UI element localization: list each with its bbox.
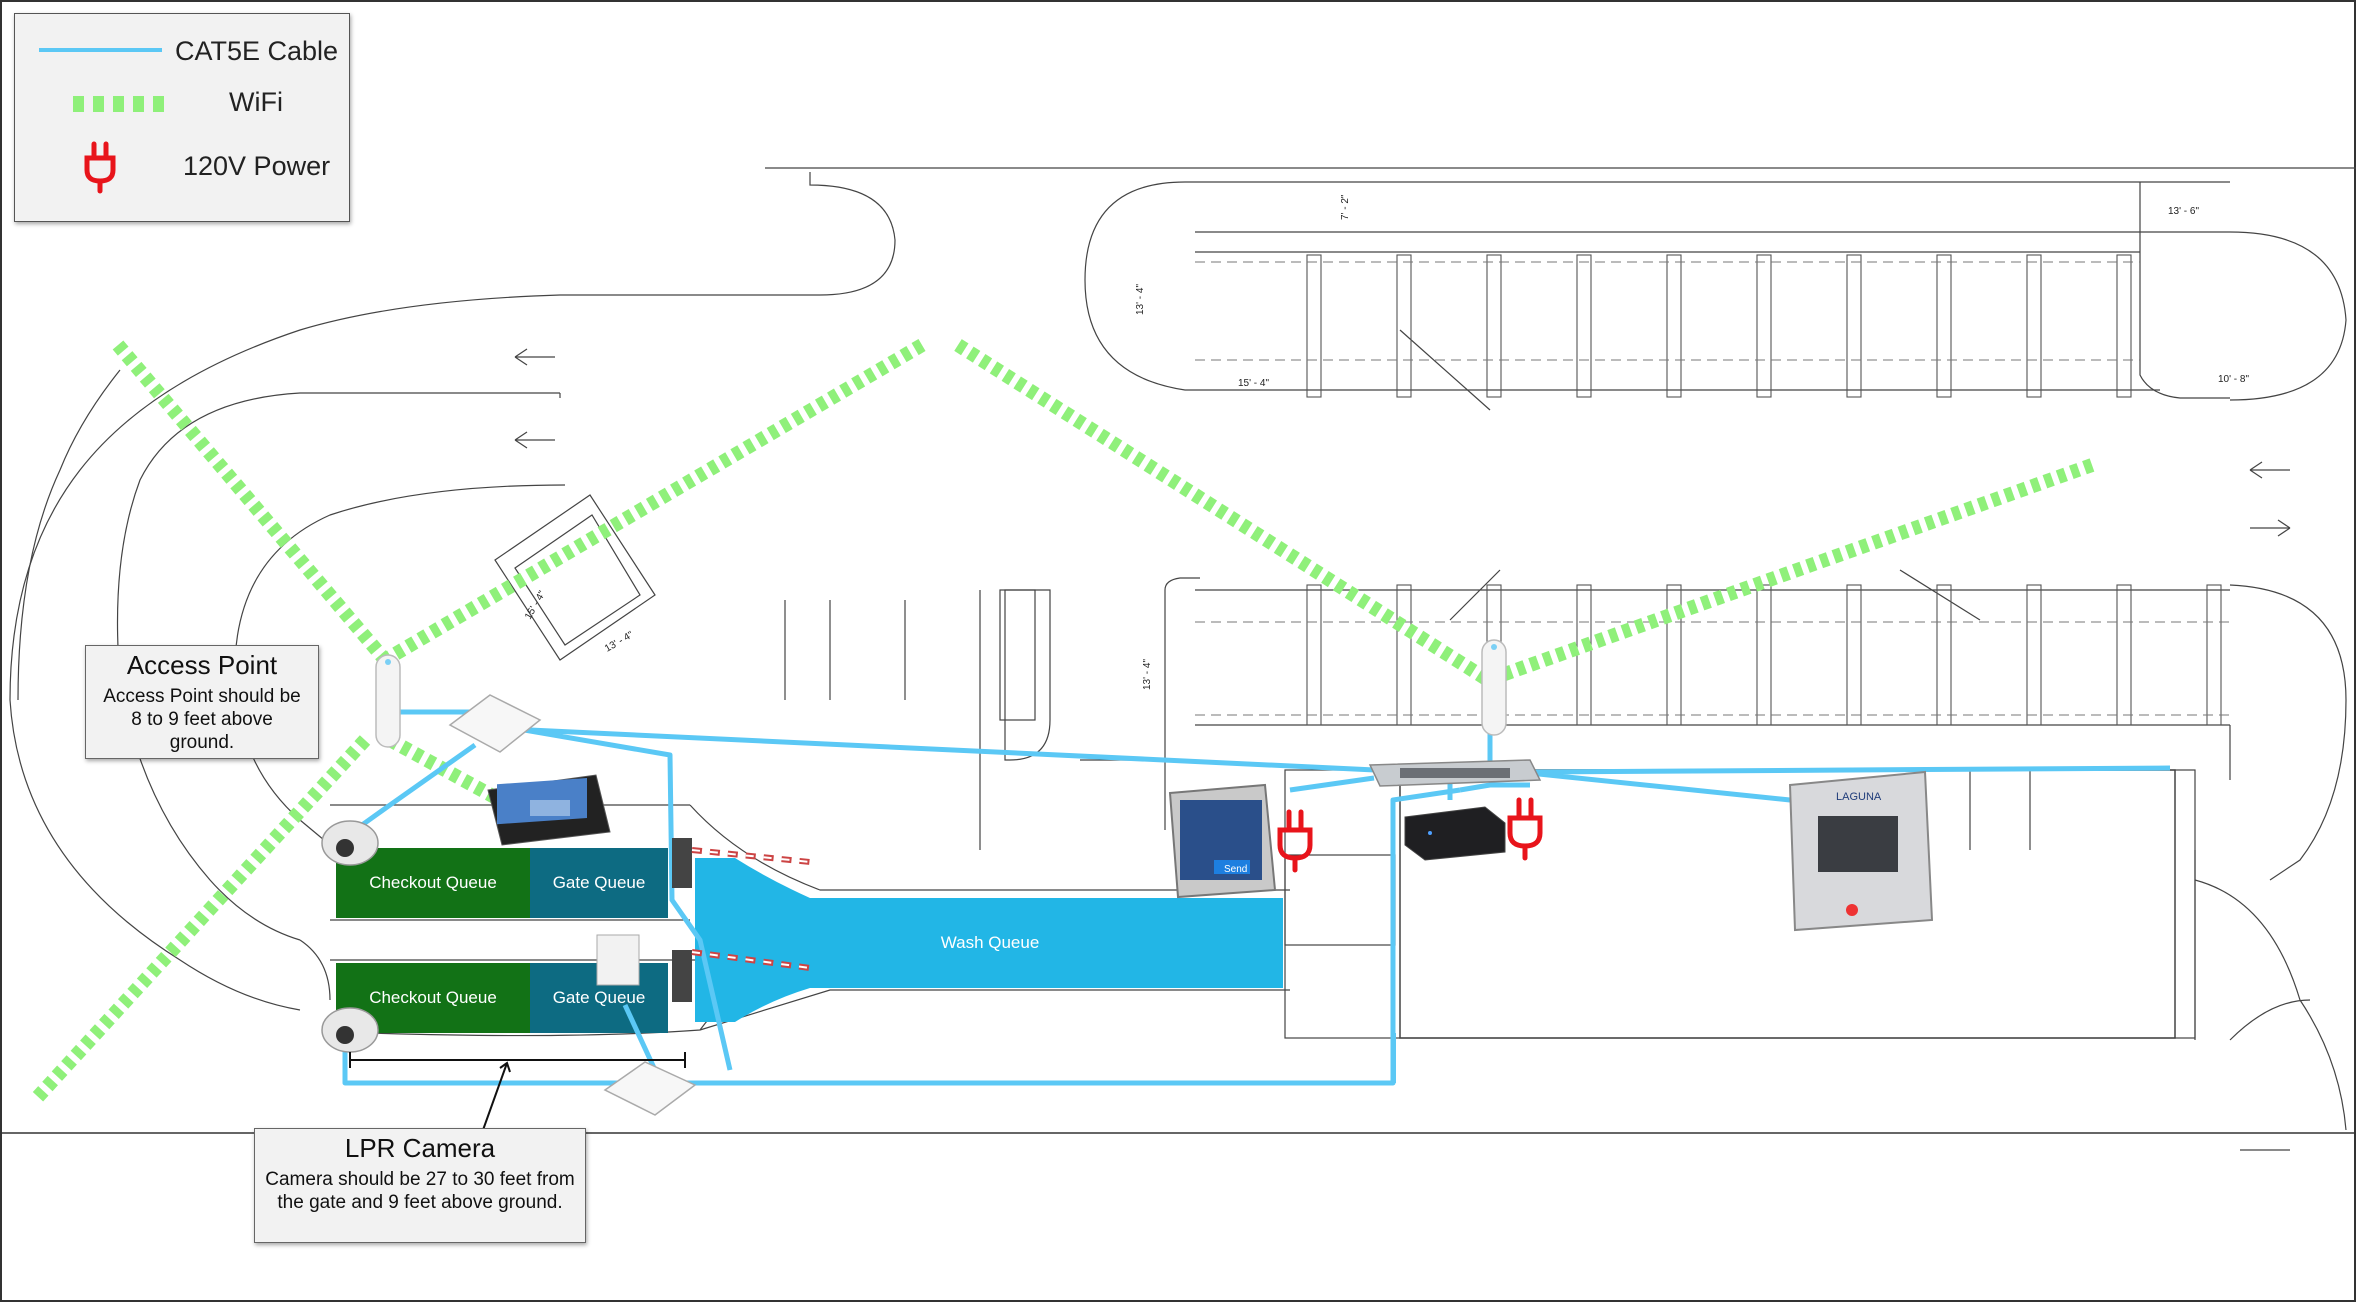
access-point-left-icon[interactable] — [375, 654, 401, 748]
wifi-coverage — [29, 338, 2095, 1105]
parking-stripes-top — [1306, 254, 2132, 398]
legend-wifi-label: WiFi — [229, 87, 283, 117]
flat-access-point-bottom-icon[interactable] — [603, 1061, 697, 1116]
gate-queue-top-label: Gate Queue — [552, 873, 646, 892]
legend-panel: CAT5E Cable WiFi 120V Power — [14, 13, 350, 222]
gate-arm-top-icon[interactable] — [672, 838, 811, 888]
legend-power-label: 120V Power — [183, 151, 331, 181]
legend-symbols — [39, 48, 164, 194]
gate-queue-bottom-label: Gate Queue — [552, 988, 646, 1007]
wash-queue-zone — [695, 858, 1283, 1022]
dim-label-4: 13' - 4" — [1135, 284, 1146, 315]
lpr-camera-title: LPR Camera — [344, 1133, 496, 1163]
dim-label-3: 15' - 4" — [1238, 378, 1269, 389]
gate-queue-top-zone — [530, 848, 668, 918]
lpr-camera-top-icon[interactable] — [321, 820, 379, 866]
laguna-control-panel-icon[interactable]: LAGUNA — [1788, 770, 1934, 932]
network-switch-icon[interactable] — [1368, 759, 1542, 787]
checkout-queue-bottom-label: Checkout Queue — [369, 988, 497, 1007]
parking-dashes — [1195, 261, 2230, 716]
payment-terminal-icon[interactable] — [596, 934, 640, 986]
dimension-labels: 13' - 6" 10' - 8" 15' - 4" 13' - 4" 13' … — [523, 194, 2249, 690]
wash-queue-label: Wash Queue — [940, 933, 1040, 952]
kiosk-send-label: Send — [1224, 864, 1247, 875]
access-point-note: Access Point should be 8 to 9 feet above… — [103, 686, 301, 753]
cable-drop — [1393, 1033, 1396, 1083]
checkout-queue-top-label: Checkout Queue — [369, 873, 497, 892]
dim-label-6: 13' - 4" — [603, 629, 636, 654]
power-plug-kiosk-icon[interactable] — [1277, 809, 1313, 873]
access-point-callout: Access Point Access Point should be 8 to… — [85, 645, 319, 759]
lpr-camera-callout: LPR Camera Camera should be 27 to 30 fee… — [254, 1128, 586, 1243]
dim-label-2: 10' - 8" — [2218, 374, 2249, 385]
checkout-tablet-icon[interactable] — [487, 774, 611, 846]
flat-access-point-top-icon[interactable] — [448, 694, 542, 753]
power-plug-pc-icon[interactable] — [1507, 797, 1543, 861]
legend-cable-label: CAT5E Cable — [175, 36, 339, 66]
dim-label-7: 7' - 2" — [1340, 194, 1351, 220]
dim-label-8: 15' - 4" — [523, 589, 548, 622]
dim-label-5: 13' - 4" — [1142, 659, 1153, 690]
lpr-distance-dimension — [349, 1052, 686, 1131]
mini-pc-controller-icon[interactable] — [1404, 806, 1506, 861]
dim-label-1: 13' - 6" — [2168, 206, 2199, 217]
power-plug-icon — [84, 141, 116, 194]
lpr-camera-note: Camera should be 27 to 30 feet from the … — [265, 1169, 575, 1213]
pay-kiosk-icon[interactable]: Send — [1168, 783, 1277, 899]
access-point-right-icon[interactable] — [1481, 639, 1507, 736]
panel-brand-label: LAGUNA — [1836, 791, 1882, 803]
gate-arm-bottom-icon[interactable] — [672, 949, 811, 1002]
access-point-title: Access Point — [126, 650, 278, 680]
